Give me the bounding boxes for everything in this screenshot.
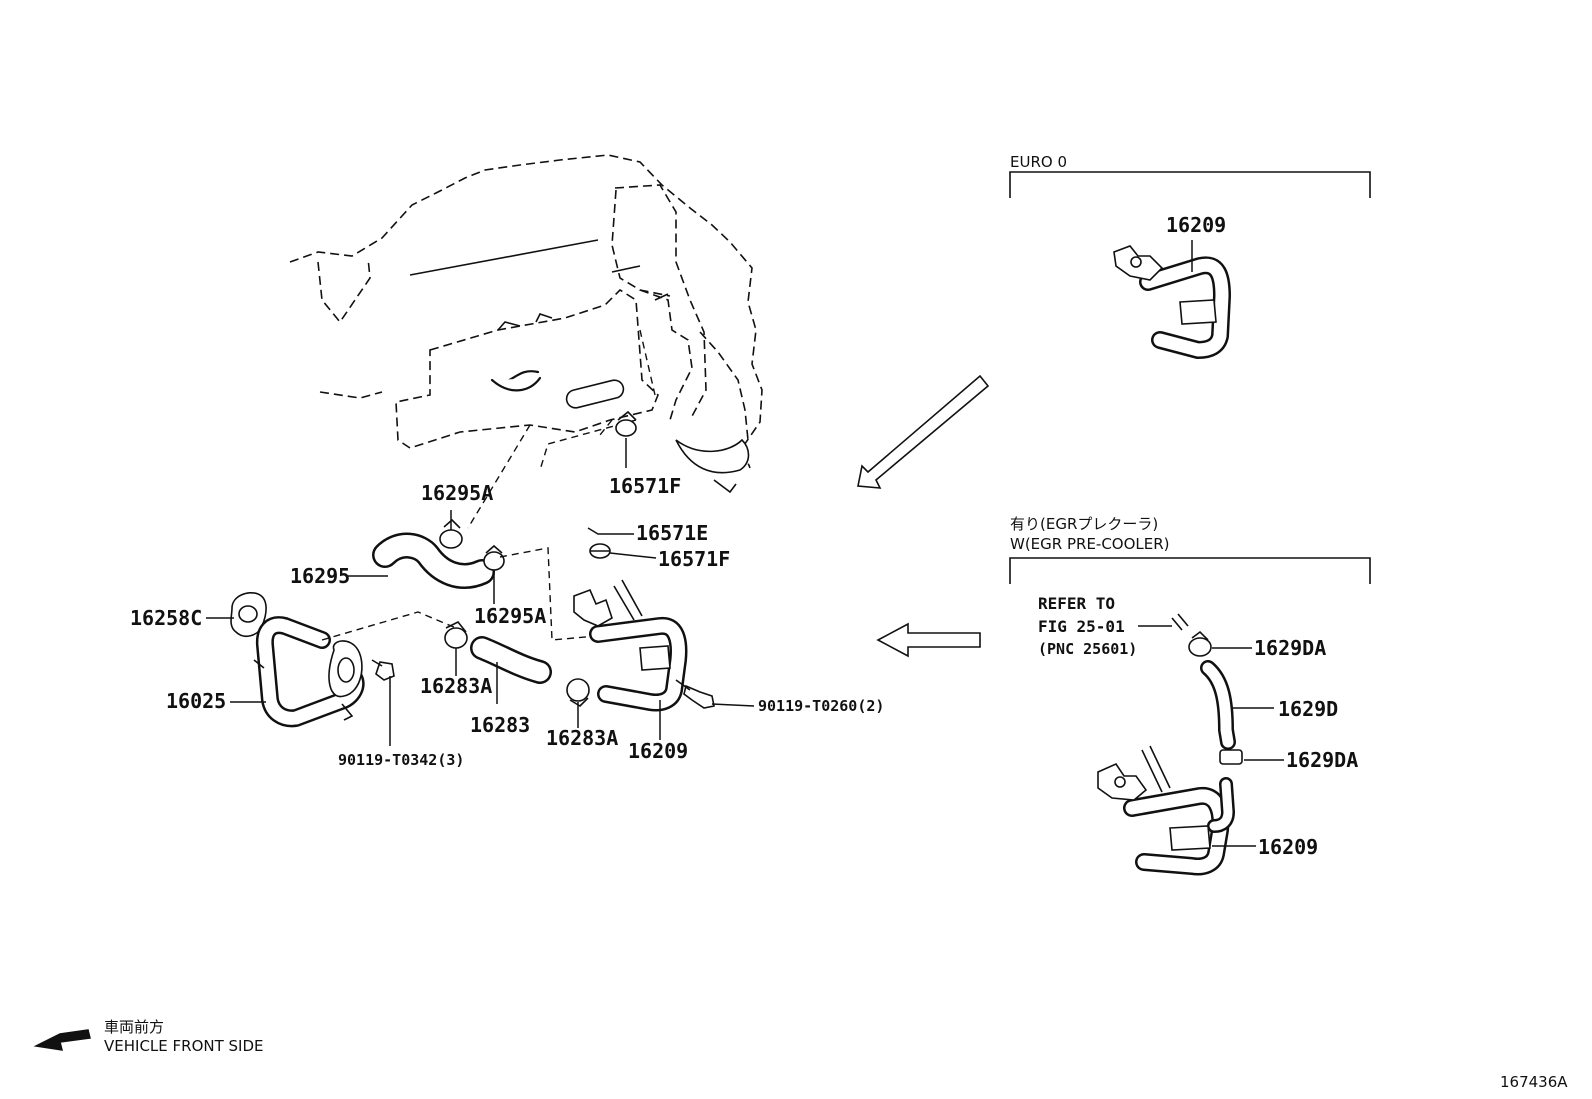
pipe-16025	[253, 616, 365, 728]
gasket-16258c	[230, 592, 267, 638]
bolt-90119-t0260	[675, 679, 715, 709]
vehicle-front-arrow-icon	[33, 1029, 91, 1051]
label-16283: 16283	[470, 713, 530, 737]
clamp-16295a-mid	[483, 544, 505, 571]
figure-id: 167436A	[1500, 1073, 1568, 1091]
clamp-16283a-left	[444, 620, 468, 649]
hose-16283	[470, 636, 552, 684]
connector-dash-1	[321, 611, 457, 641]
label-16571f-top: 16571F	[609, 474, 681, 498]
label-1629da-bottom: 1629DA	[1286, 748, 1358, 772]
clamp-16571f-mid	[589, 543, 611, 559]
label-16295: 16295	[290, 564, 350, 588]
bolt-90119-t0342	[371, 659, 395, 681]
hose-16571e	[572, 442, 611, 534]
diagonal-arrow-icon	[857, 374, 990, 489]
label-16571e: 16571E	[636, 521, 708, 545]
label-16025: 16025	[166, 689, 226, 713]
label-90119-t0260: 90119-T0260(2)	[758, 697, 884, 715]
clamp-16283a-right	[566, 678, 590, 708]
variant-egr-bracket	[1009, 557, 1371, 584]
label-1629d: 1629D	[1278, 697, 1338, 721]
refer-line-1: REFER TO	[1038, 594, 1115, 613]
label-16258c: 16258C	[130, 606, 202, 630]
hose-16295	[372, 532, 495, 589]
label-16295a-top: 16295A	[421, 481, 493, 505]
clamp-16571f-top	[615, 410, 637, 437]
variant-egr-label-en: W(EGR PRE-COOLER)	[1010, 535, 1170, 553]
clamp-1629da-top	[1188, 630, 1212, 657]
variant-euro0-bracket	[1009, 171, 1371, 198]
variant-euro0-label: EURO 0	[1010, 153, 1067, 171]
leader-lines	[206, 240, 1284, 847]
label-1629da-top: 1629DA	[1254, 636, 1326, 660]
clamp-1629da-bottom	[1219, 749, 1243, 765]
variant-egr-label-jp: 有り(EGRプレクーラ)	[1010, 515, 1158, 533]
vehicle-front-label-en: VEHICLE FRONT SIDE	[104, 1037, 264, 1055]
left-arrow-icon	[876, 622, 981, 658]
label-16295a-mid: 16295A	[474, 604, 546, 628]
vehicle-front-label-jp: 車両前方	[104, 1018, 164, 1036]
label-16283a-right: 16283A	[546, 726, 618, 750]
hose-1629d	[1200, 660, 1236, 750]
label-90119-t0342: 90119-T0342(3)	[338, 751, 464, 769]
connector-dash-2	[499, 547, 597, 641]
refer-line-2: FIG 25-01	[1038, 617, 1125, 636]
label-16283a-left: 16283A	[420, 674, 492, 698]
pipe-16209-euro0	[1113, 245, 1231, 359]
clamp-16295a-top	[439, 518, 463, 549]
refer-line-3: (PNC 25601)	[1038, 640, 1137, 658]
refer-pipe-stub	[1171, 613, 1189, 631]
pipe-16209-egr	[1097, 745, 1236, 876]
label-16209-euro0: 16209	[1166, 213, 1226, 237]
label-16209-egr: 16209	[1258, 835, 1318, 859]
pipe-16209-main	[573, 579, 688, 712]
label-16209-main: 16209	[628, 739, 688, 763]
engine-outline	[289, 154, 763, 529]
label-16571f-mid: 16571F	[658, 547, 730, 571]
